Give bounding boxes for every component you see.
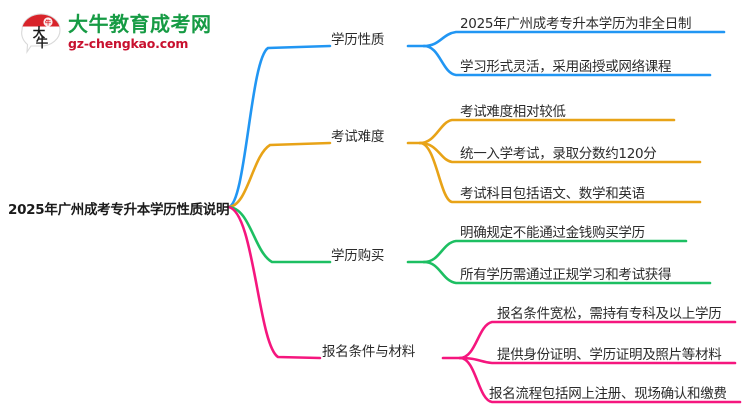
leaf-node-3-0[interactable]: 报名条件宽松，需持有专科及以上学历: [497, 302, 722, 322]
leaf-node-3-2-label: 报名流程包括网上注册、现场确认和缴费: [489, 386, 727, 402]
connector-branch-2-leaf-1: [422, 260, 712, 285]
branch-node-1[interactable]: 考试难度: [331, 125, 384, 145]
leaf-node-2-1-label: 所有学历需通过正规学习和考试获得: [460, 267, 672, 283]
connector-root-branch-0: [226, 44, 332, 209]
leaf-node-1-1[interactable]: 统一入学考试，录取分数约120分: [460, 142, 657, 162]
leaf-node-3-1-label: 提供身份证明、学历证明及照片等材料: [497, 347, 722, 363]
branch-node-1-label: 考试难度: [331, 129, 385, 145]
logo-name-en: gz-chengkao.com: [68, 36, 189, 51]
leaf-node-0-1[interactable]: 学习形式灵活，采用函授或网络课程: [460, 55, 672, 75]
root-node[interactable]: 2025年广州成考专升本学历性质说明: [8, 198, 229, 218]
svg-text:牛: 牛: [45, 19, 52, 27]
branch-node-2-label: 学历购买: [331, 248, 385, 264]
logo-speech-bubble-icon: 牛 大 牛: [21, 13, 61, 55]
connector-root-branch-1: [226, 141, 332, 209]
leaf-node-2-0-label: 明确规定不能通过金钱购买学历: [460, 225, 645, 241]
connector-branch-0-leaf-1: [422, 44, 712, 77]
leaf-node-3-0-label: 报名条件宽松，需持有专科及以上学历: [497, 306, 722, 322]
connector-branch-3-leaf-0: [458, 320, 737, 360]
connector-branch-0-leaf-0: [422, 30, 726, 48]
leaf-node-0-0-label: 2025年广州成考专升本学历为非全日制: [460, 16, 692, 32]
leaf-node-0-1-label: 学习形式灵活，采用函授或网络课程: [460, 59, 672, 75]
branch-node-3[interactable]: 报名条件与材料: [322, 340, 415, 360]
leaf-node-3-2[interactable]: 报名流程包括网上注册、现场确认和缴费: [489, 382, 727, 402]
connector-branch-2-leaf-0: [422, 239, 688, 264]
logo-name-cn: 大牛教育成考网: [68, 12, 212, 36]
branch-node-3-label: 报名条件与材料: [322, 344, 416, 360]
connector-branch-3-leaf-2: [458, 356, 742, 404]
leaf-node-0-0[interactable]: 2025年广州成考专升本学历为非全日制: [460, 12, 691, 32]
leaf-node-2-0[interactable]: 明确规定不能通过金钱购买学历: [460, 221, 645, 241]
leaf-node-1-2[interactable]: 考试科目包括语文、数学和英语: [460, 182, 645, 202]
leaf-node-1-2-label: 考试科目包括语文、数学和英语: [460, 186, 645, 202]
branch-node-0-label: 学历性质: [331, 32, 385, 48]
leaf-node-3-1[interactable]: 提供身份证明、学历证明及照片等材料: [497, 343, 722, 363]
leaf-node-1-0-label: 考试难度相对较低: [460, 104, 566, 120]
root-node-label: 2025年广州成考专升本学历性质说明: [8, 202, 230, 218]
logo-text: 大牛教育成考网 gz-chengkao.com: [68, 12, 238, 52]
leaf-node-1-1-label: 统一入学考试，录取分数约120分: [460, 146, 657, 162]
svg-text:牛: 牛: [36, 35, 49, 50]
connector-branch-1-leaf-0: [418, 118, 676, 145]
leaf-node-1-0[interactable]: 考试难度相对较低: [460, 100, 566, 120]
connector-root-branch-3: [226, 205, 322, 360]
connector-root-branch-2: [226, 205, 332, 264]
branch-node-2[interactable]: 学历购买: [331, 244, 384, 264]
leaf-node-2-1[interactable]: 所有学历需通过正规学习和考试获得: [460, 263, 672, 283]
site-logo: 牛 大 牛 大牛教育成考网 gz-chengkao.com: [18, 10, 238, 58]
branch-node-0[interactable]: 学历性质: [331, 28, 384, 48]
svg-text:大: 大: [33, 25, 46, 40]
connector-branch-1-leaf-2: [418, 141, 702, 204]
